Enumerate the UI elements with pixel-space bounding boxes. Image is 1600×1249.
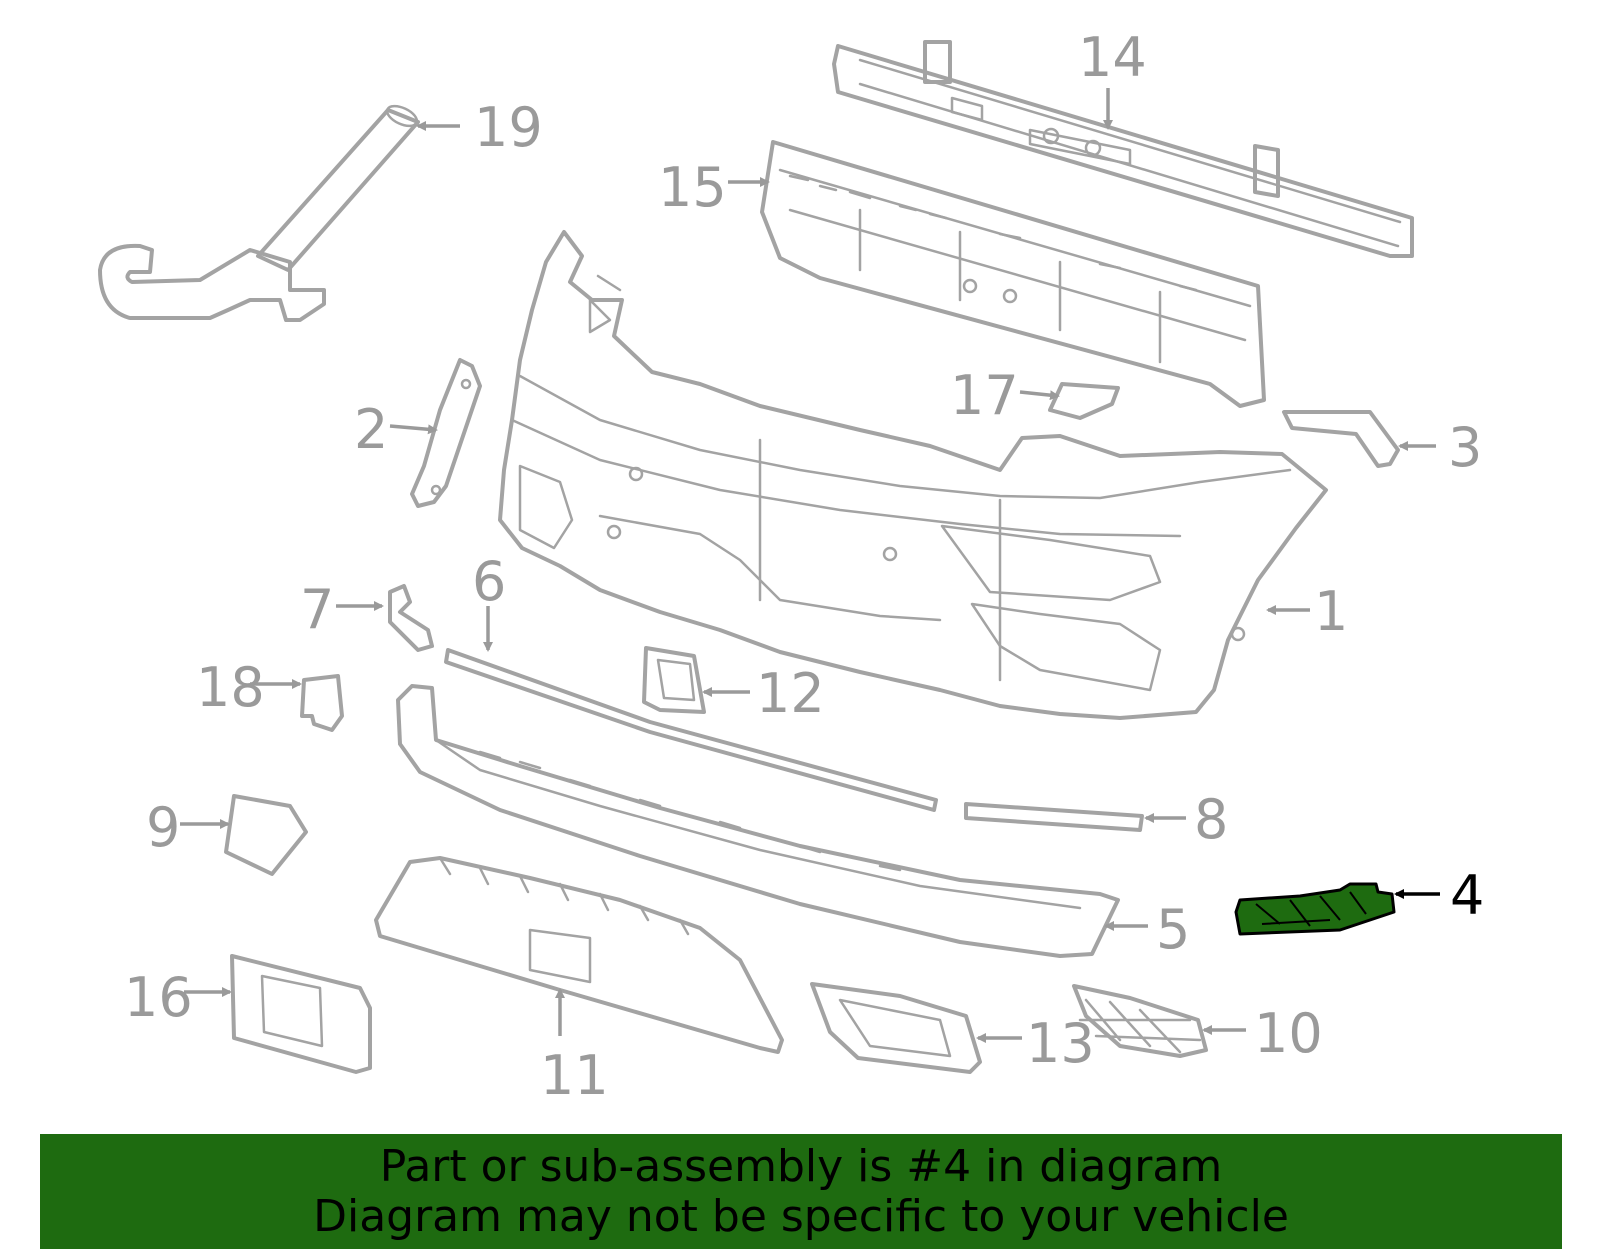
callout-12: 12: [756, 662, 825, 725]
part-2-bracket: [410, 358, 482, 508]
callout-7: 7: [300, 578, 334, 641]
callout-14: 14: [1078, 26, 1147, 89]
part-8-trim-strip: [964, 802, 1144, 832]
info-banner: Part or sub-assembly is #4 in diagram Di…: [40, 1134, 1562, 1249]
part-14-reinforcement-beam: [832, 40, 1414, 258]
callout-18: 18: [196, 656, 265, 719]
banner-line-2: Diagram may not be specific to your vehi…: [313, 1191, 1289, 1242]
part-1-bumper-fascia: [498, 230, 1328, 720]
leader-lines: [180, 88, 1440, 1043]
part-19-tow-hook: [98, 104, 420, 322]
part-6-trim-strip: [444, 648, 938, 812]
callout-13: 13: [1026, 1012, 1095, 1075]
callout-4: 4: [1450, 864, 1484, 927]
callout-11: 11: [540, 1044, 609, 1107]
part-12-bezel: [642, 646, 706, 714]
callout-5: 5: [1156, 898, 1190, 961]
banner-line-1: Part or sub-assembly is #4 in diagram: [379, 1141, 1223, 1192]
part-11-lower-grille: [374, 856, 784, 1054]
part-9-bezel: [224, 794, 308, 876]
part-15-absorber: [760, 140, 1266, 408]
callout-3: 3: [1448, 416, 1482, 479]
callout-17: 17: [950, 364, 1019, 427]
part-18-bracket: [300, 674, 344, 732]
part-17-clip: [1048, 382, 1120, 420]
callout-10: 10: [1254, 1002, 1323, 1065]
part-13-bezel: [810, 982, 982, 1074]
part-5-lower-fascia: [396, 684, 1120, 958]
part-3-molding: [1282, 410, 1400, 468]
part-7-bracket: [388, 584, 434, 652]
callout-15: 15: [658, 156, 727, 219]
callout-1: 1: [1314, 580, 1348, 643]
part-4-highlighted-bracket: [1234, 882, 1396, 936]
callout-numbers: 14 15 19 17 3 2 1 7 6 18 12 8 9 5 4 11 1…: [124, 26, 1484, 1107]
callout-8: 8: [1194, 788, 1228, 851]
callout-2: 2: [354, 398, 388, 461]
part-16-license-bracket: [230, 954, 372, 1074]
callout-9: 9: [146, 796, 180, 859]
callout-19: 19: [474, 96, 543, 159]
callout-16: 16: [124, 966, 193, 1029]
callout-6: 6: [472, 550, 506, 613]
part-10-grille: [1072, 984, 1208, 1058]
